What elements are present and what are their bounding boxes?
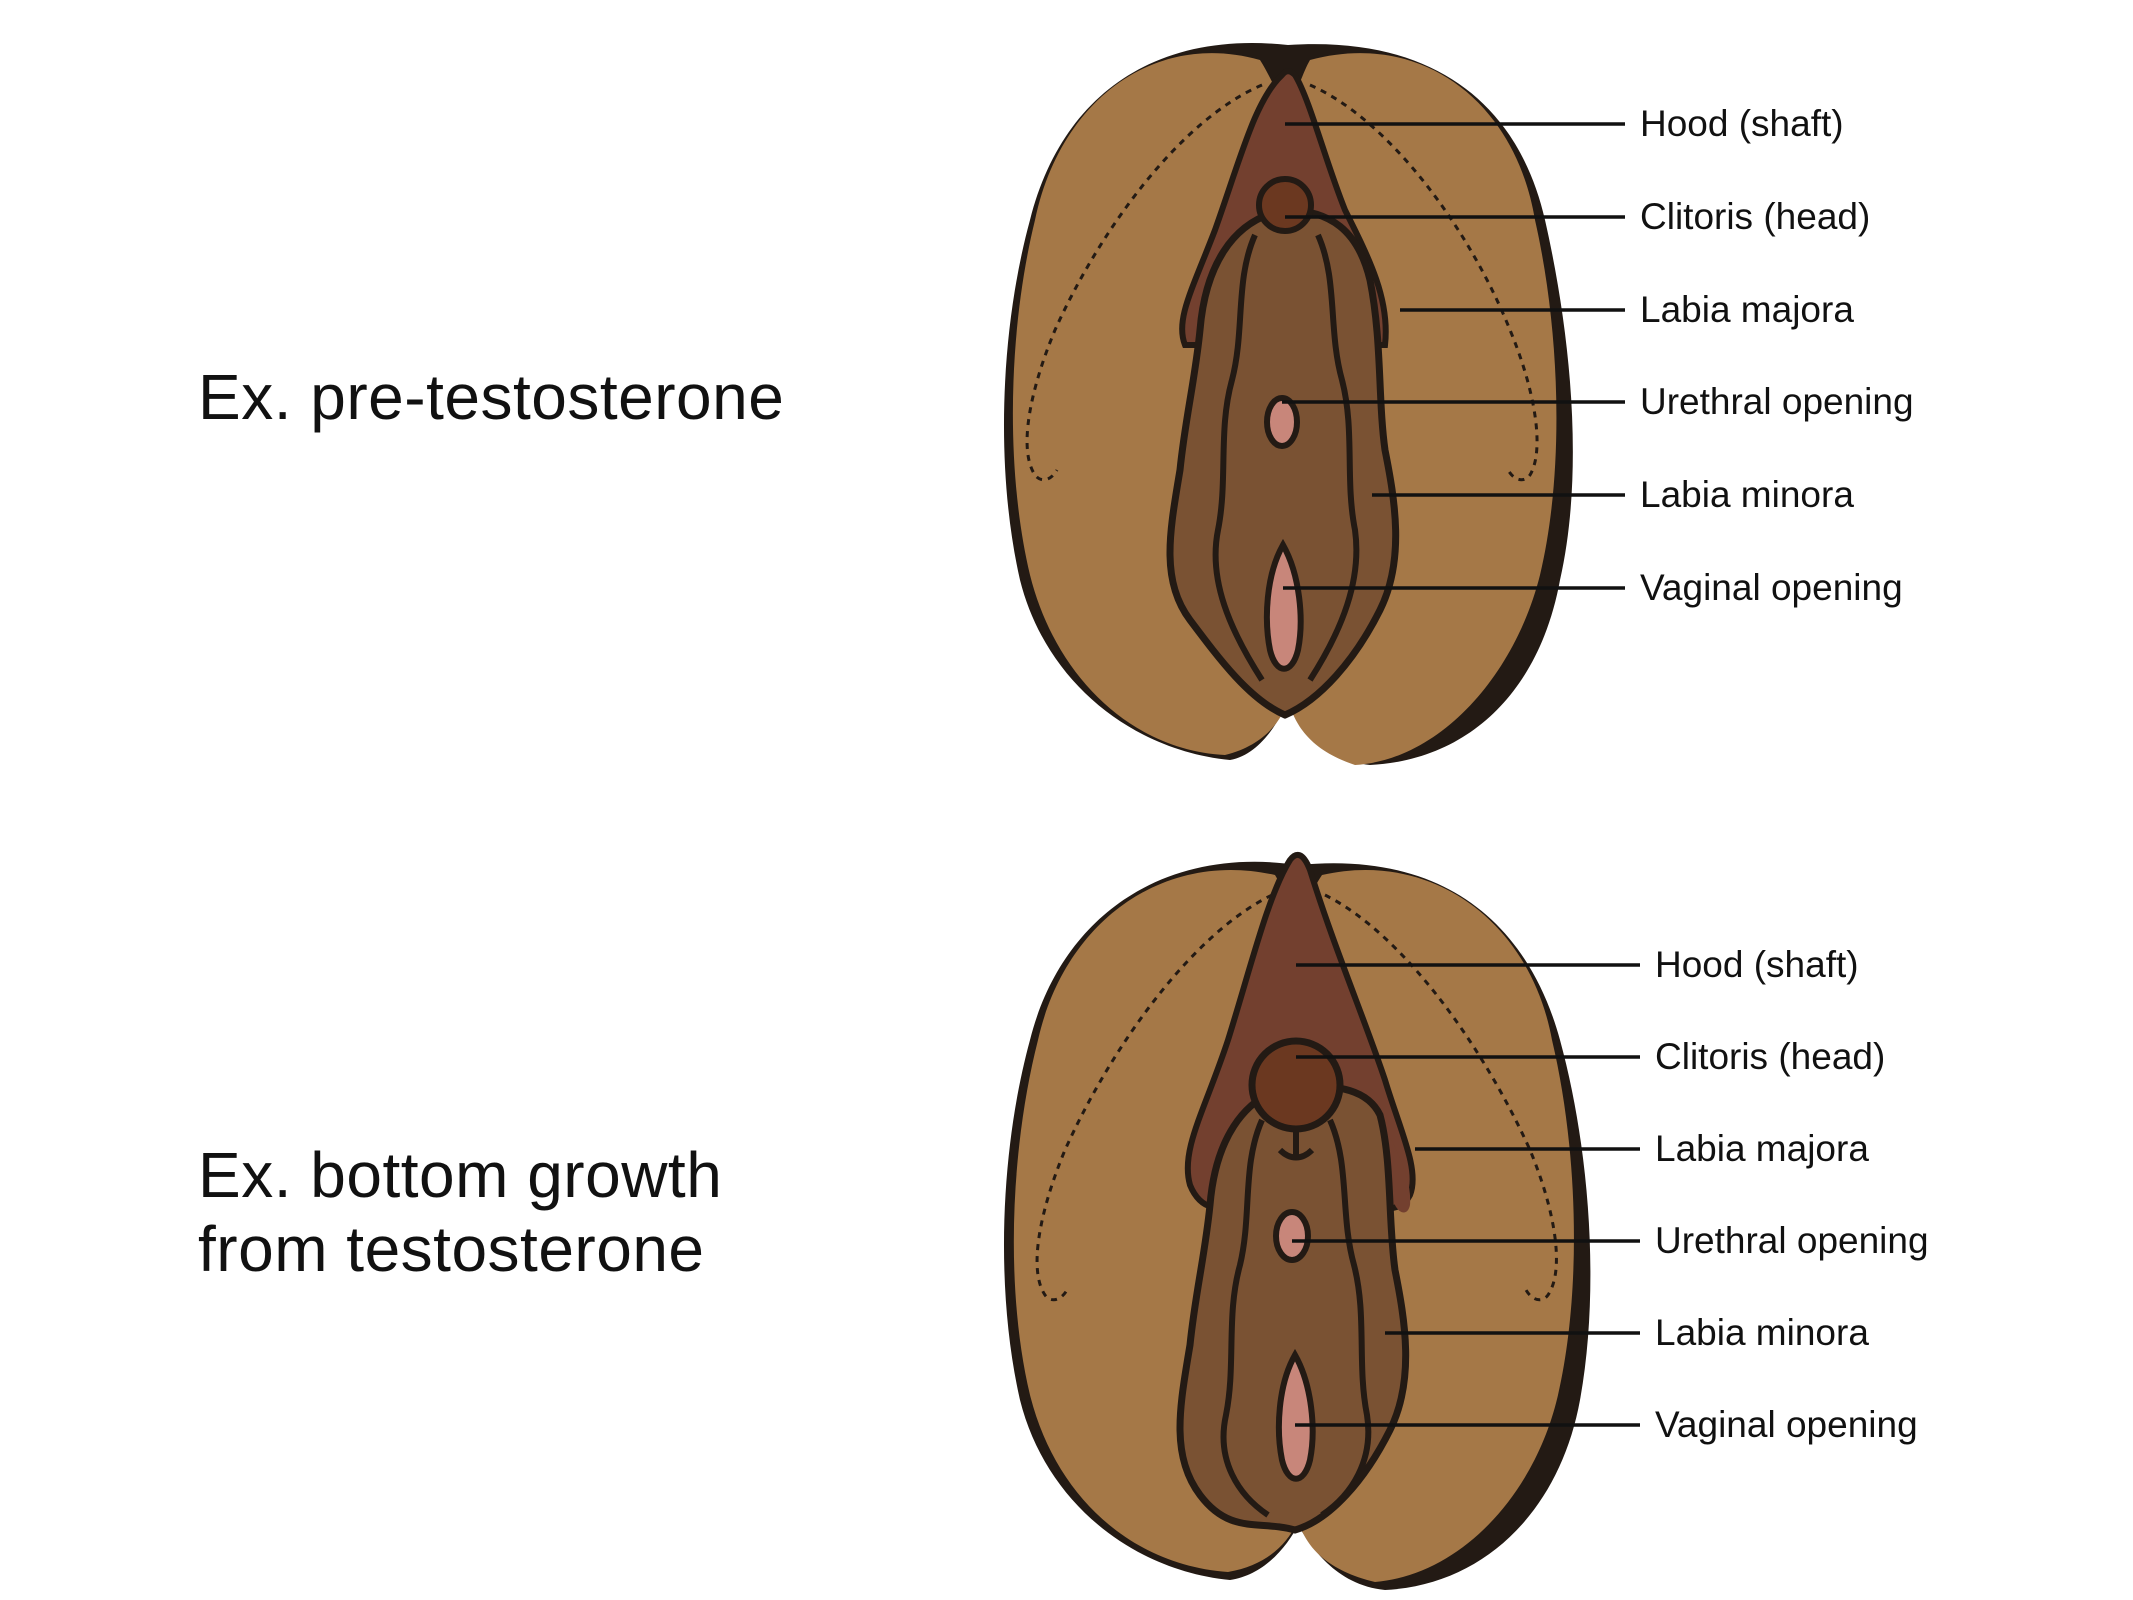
label-clitoris-head: Clitoris (head) bbox=[1655, 1036, 1885, 1077]
leader-lines bbox=[1292, 963, 1640, 1427]
caption-line: from testosterone bbox=[198, 1213, 705, 1285]
label-labia-minora: Labia minora bbox=[1640, 474, 1854, 515]
vaginal-opening bbox=[1263, 538, 1304, 672]
urethral-opening bbox=[1264, 395, 1300, 449]
illustration-bottom-growth: Hood (shaft) Clitoris (head) Labia major… bbox=[1003, 851, 1929, 1590]
label-vaginal-opening: Vaginal opening bbox=[1655, 1404, 1918, 1445]
inner-fold-left bbox=[1220, 1118, 1270, 1518]
caption-bottom-growth: Ex. bottom growth from testosterone bbox=[198, 1138, 722, 1286]
clitoris-head bbox=[1256, 176, 1314, 234]
label-labia-majora: Labia majora bbox=[1640, 289, 1854, 330]
label-clitoris-head: Clitoris (head) bbox=[1640, 196, 1870, 237]
dotted-contour-right bbox=[1309, 83, 1539, 482]
inner-fold-right bbox=[1307, 233, 1360, 682]
urethral-opening bbox=[1273, 1209, 1311, 1263]
caption-line: Ex. pre-testosterone bbox=[198, 361, 785, 433]
illustration-pre-testosterone: Hood (shaft) Clitoris (head) Labia major… bbox=[1003, 42, 1914, 765]
label-hood-shaft: Hood (shaft) bbox=[1655, 944, 1859, 985]
label-urethral-opening: Urethral opening bbox=[1640, 381, 1914, 422]
inner-fold-right bbox=[1320, 1118, 1372, 1518]
clitoris-head bbox=[1248, 1037, 1344, 1133]
leader-lines bbox=[1282, 122, 1625, 590]
vaginal-opening bbox=[1275, 1348, 1316, 1482]
label-labia-majora: Labia majora bbox=[1655, 1128, 1869, 1169]
label-labia-minora: Labia minora bbox=[1655, 1312, 1869, 1353]
caption-line: Ex. bottom growth bbox=[198, 1139, 723, 1211]
label-vaginal-opening: Vaginal opening bbox=[1640, 567, 1903, 608]
dotted-contour-left bbox=[1025, 83, 1263, 482]
label-hood-shaft: Hood (shaft) bbox=[1640, 103, 1844, 144]
inner-fold-left bbox=[1212, 233, 1265, 682]
label-urethral-opening: Urethral opening bbox=[1655, 1220, 1929, 1261]
labia-minora bbox=[1176, 1081, 1410, 1534]
dotted-contour-left bbox=[1035, 893, 1273, 1302]
caption-pre-testosterone: Ex. pre-testosterone bbox=[198, 360, 784, 434]
